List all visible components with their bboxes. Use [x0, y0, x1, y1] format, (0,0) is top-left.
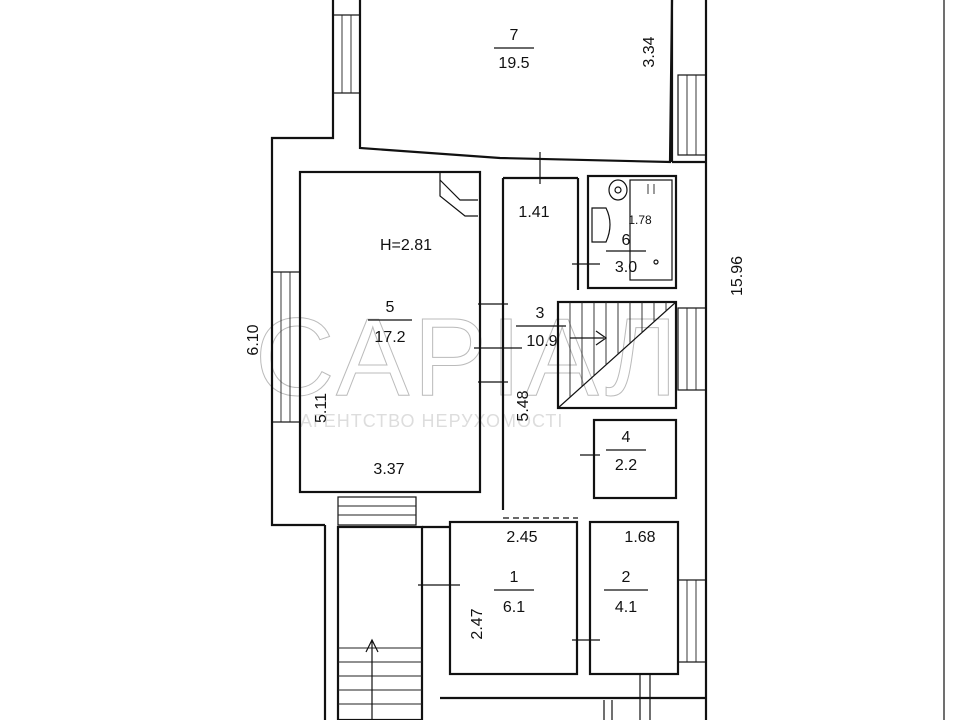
- room-area: 17.2: [374, 329, 405, 346]
- room-1-label: 1 6.1: [494, 569, 534, 616]
- dimension-label: 5.11: [313, 393, 330, 423]
- dimension-label: 2.45: [506, 529, 537, 546]
- stair-treads: [569, 302, 667, 397]
- dimension-label: 6.10: [245, 324, 262, 355]
- room-area: 10.9: [526, 333, 557, 350]
- room-area: 4.1: [615, 599, 637, 616]
- dimension-label: 1.68: [624, 529, 655, 546]
- entrance-stairs: [338, 638, 422, 720]
- dimension-label: 1.41: [518, 204, 549, 221]
- room-area: 6.1: [503, 599, 525, 616]
- room-number: 1: [510, 569, 519, 586]
- room-area: 19.5: [498, 55, 529, 72]
- room-number: 2: [622, 569, 631, 586]
- windows: [271, 14, 707, 663]
- dimension-labels: 3.34 1.41 1.78 6.10 5.11 3.37 5.48 15.96…: [245, 36, 746, 639]
- room-number: 4: [622, 429, 631, 446]
- dimension-label: 15.96: [729, 256, 746, 296]
- room-6-label: 6 3.0: [606, 232, 646, 276]
- dimension-label: 5.48: [515, 390, 532, 421]
- room-3-label: 3 10.9: [516, 305, 566, 350]
- room-area: 3.0: [615, 259, 637, 276]
- interior-walls: [298, 170, 680, 720]
- bathroom-fixtures: [591, 179, 673, 281]
- room-5-label: 5 17.2: [368, 299, 412, 346]
- room-2-label: 2 4.1: [604, 569, 648, 616]
- watermark-sub: АГЕНТСТВО НЕРУХОМОСТІ: [300, 411, 563, 431]
- watermark-main: САРІАЛ: [255, 296, 681, 419]
- room-area: 2.2: [615, 457, 637, 474]
- room-4-label: 4 2.2: [606, 429, 646, 474]
- room-number: 7: [510, 27, 519, 44]
- room-7-label: 7 19.5: [494, 27, 534, 72]
- ceiling-height-label: H=2.81: [380, 237, 432, 254]
- dimension-label: 1.78: [628, 213, 652, 227]
- dimension-label: 3.34: [641, 36, 658, 67]
- dimension-label: 3.37: [373, 461, 404, 478]
- watermark: САРІАЛ АГЕНТСТВО НЕРУХОМОСТІ: [255, 296, 681, 432]
- dimension-label: 2.47: [469, 608, 486, 639]
- room-number: 5: [386, 299, 395, 316]
- dimension-ticks: [418, 152, 651, 720]
- room-number: 6: [622, 232, 631, 249]
- room-number: 3: [536, 305, 545, 322]
